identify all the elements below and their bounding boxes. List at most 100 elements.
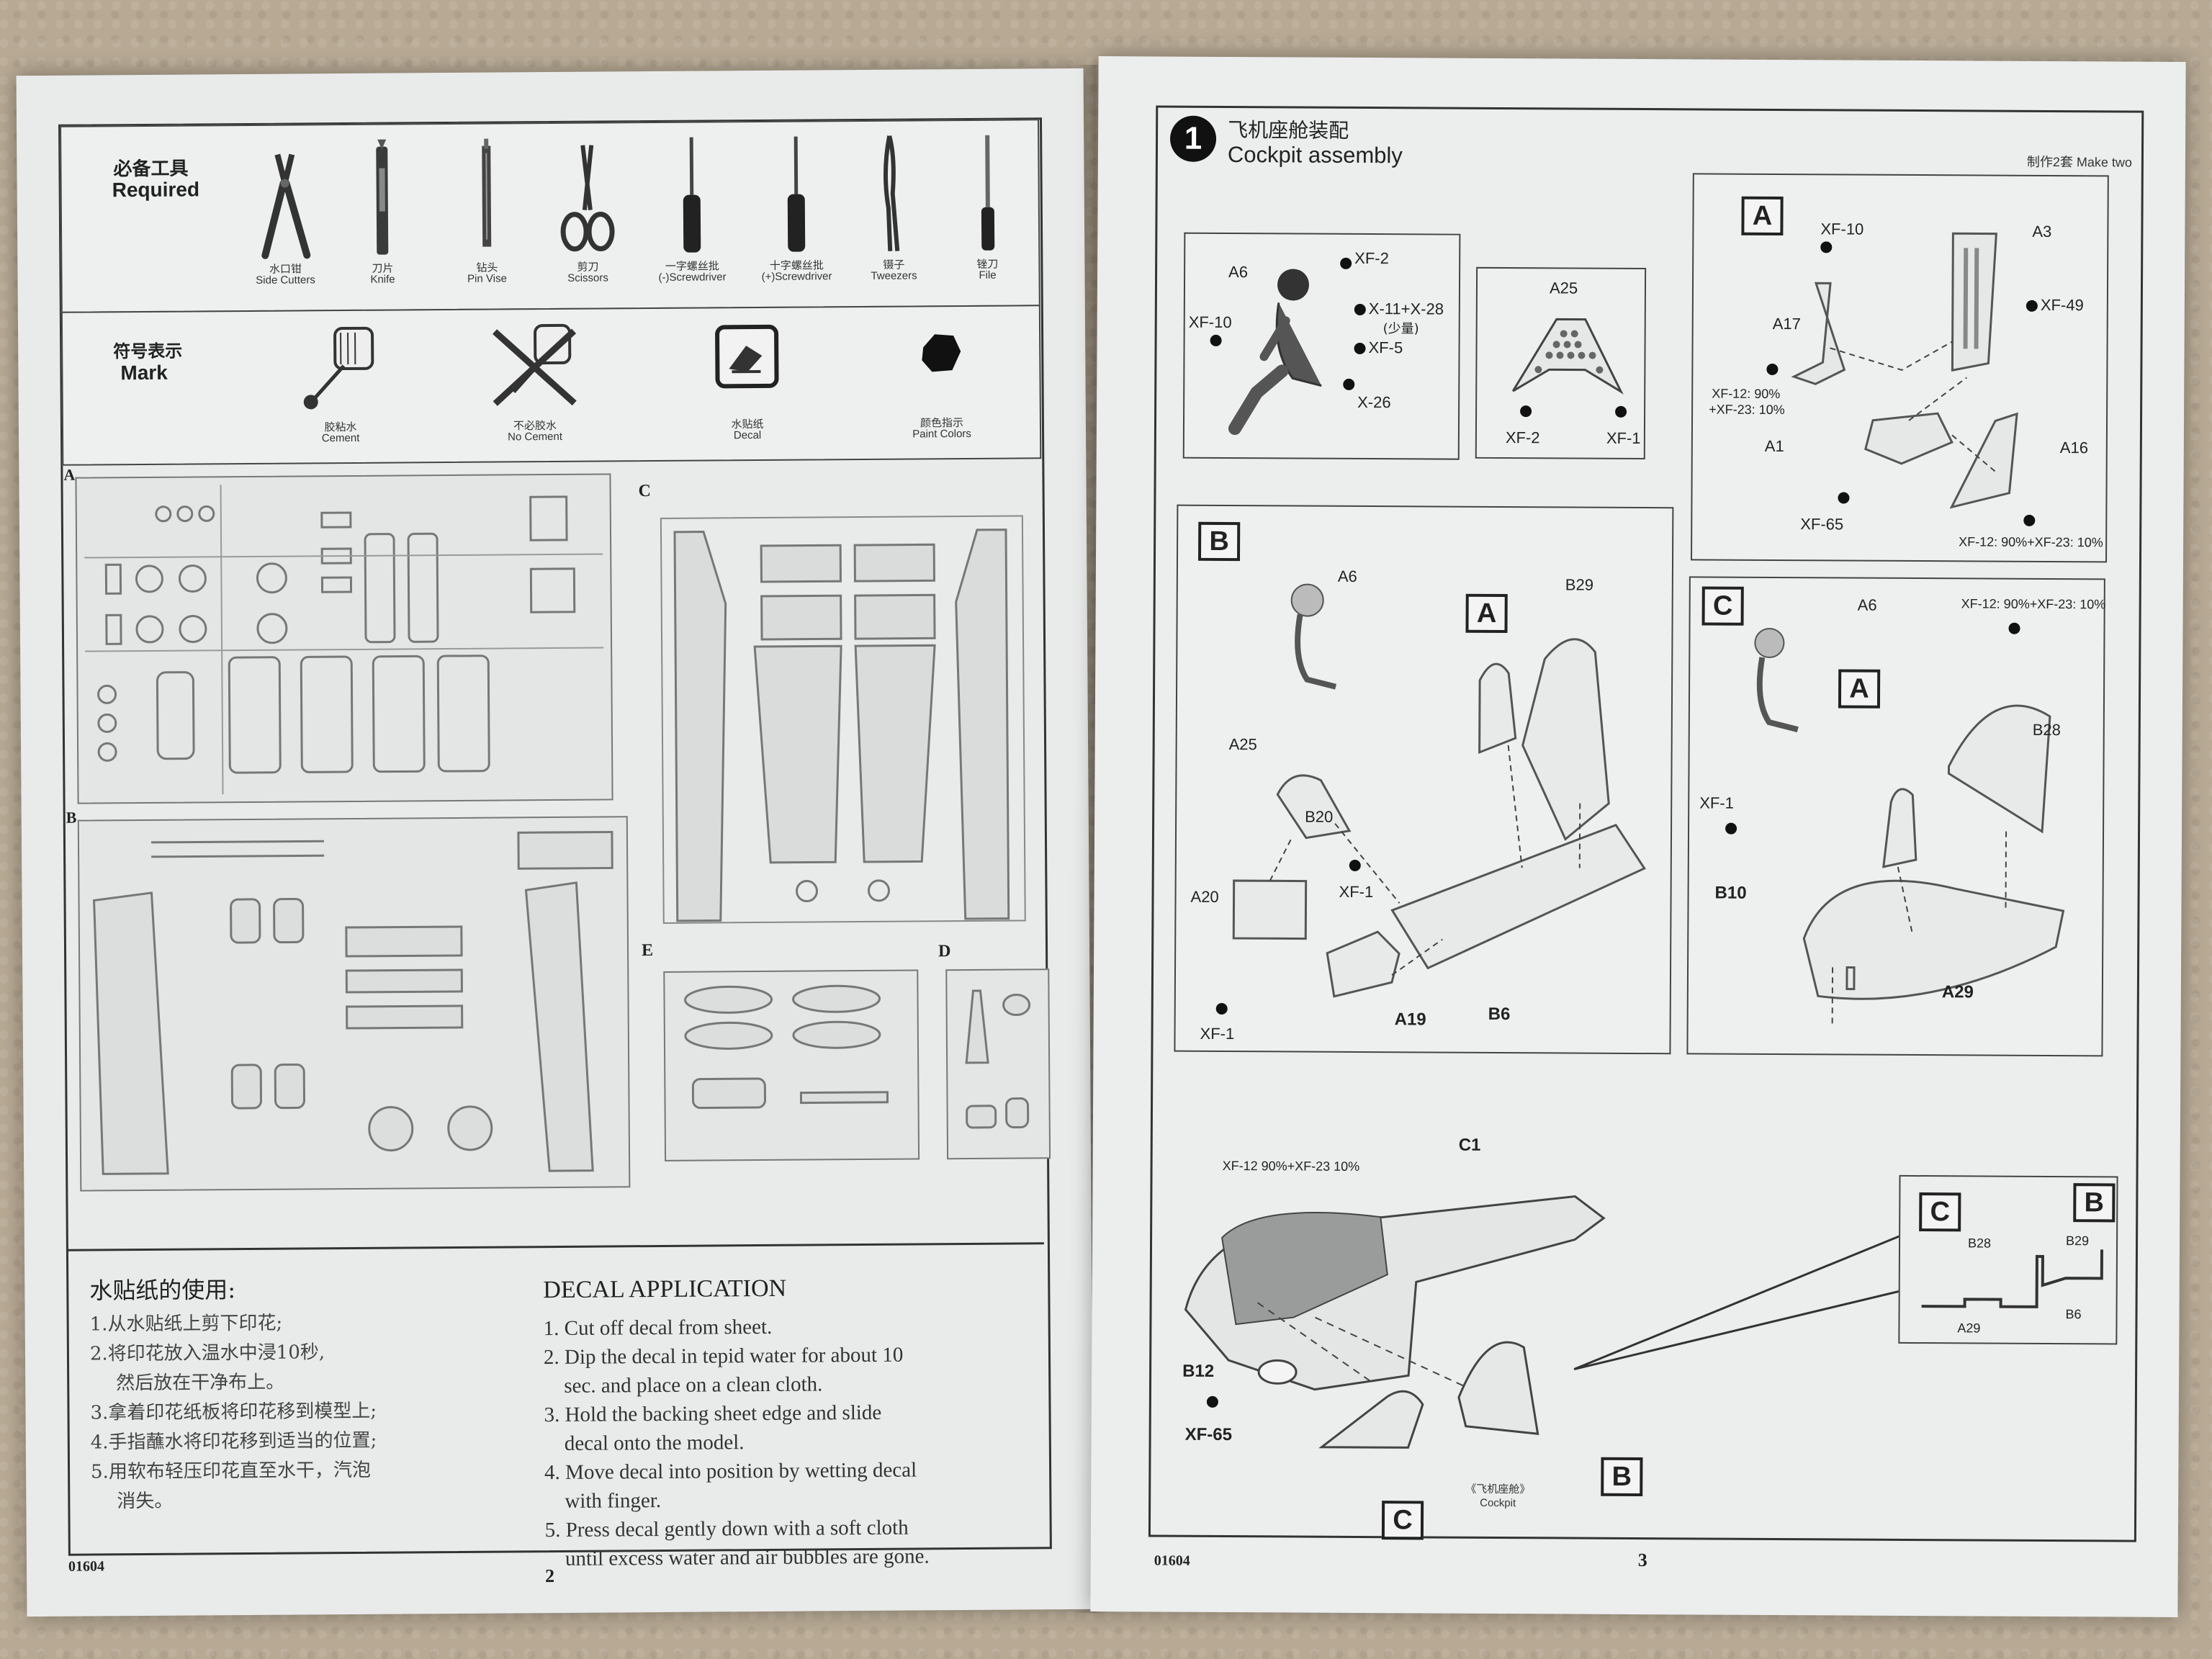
paint-dot — [1820, 241, 1833, 253]
paint-dot — [1354, 303, 1366, 316]
mark-label-en: No Cement — [508, 430, 563, 444]
label-seat-mix: XF-12: 90% — [1712, 386, 1781, 402]
left-page-number: 2 — [545, 1565, 555, 1587]
tool-label-en: Scissors — [567, 271, 608, 284]
tools-required-panel: 必备工具 Required 水口钳 Side Cutters 刀片 Knife … — [60, 119, 1040, 313]
tweezers-icon — [883, 135, 900, 251]
subassembly-tag-c: C — [1701, 586, 1744, 626]
sprue-letter-a: A — [63, 465, 76, 484]
file-icon — [981, 135, 995, 251]
right-page-number: 3 — [1637, 1550, 1647, 1571]
pilot-figure — [1228, 269, 1322, 436]
label-a29: A29 — [1941, 982, 1974, 1002]
sprue-letter-d: D — [938, 942, 951, 961]
decal-step-en: sec. and place on a clean cloth. — [564, 1372, 823, 1398]
paint-dot — [1343, 378, 1355, 390]
marks-legend-panel: 符号表示 Mark 胶粘水 Cement 不必胶水 No Cement 水贴纸 … — [60, 305, 1042, 466]
seat-exploded-drawing — [1791, 232, 2018, 509]
label-a20: A20 — [1190, 887, 1219, 906]
label-xf10: XF-10 — [1820, 220, 1864, 238]
decal-step-cn: 4.手指蘸水将印花移到适当的位置; — [90, 1429, 377, 1454]
label-a16: A16 — [2059, 439, 2089, 457]
subassembly-tag-b: B — [1197, 521, 1241, 562]
sprue-letter-c: C — [638, 482, 652, 501]
label-b28: B28 — [1967, 1236, 1992, 1251]
cement-icon — [303, 326, 374, 410]
floor-assembly-c-panel: C A A6 XF-12: 90%+XF-23: 10% B28 XF-1 B1… — [1686, 576, 2105, 1057]
tool-label-en: (+)Screwdriver — [761, 270, 832, 283]
label-x26: X-26 — [1357, 392, 1391, 412]
floor-b-exploded-drawing — [1232, 583, 1646, 998]
paint-dot — [2026, 300, 2038, 312]
decal-step-en: decal onto the model. — [564, 1431, 745, 1455]
label-seat-mix: +XF-23: 10% — [1709, 402, 1785, 418]
label-b6: B6 — [2065, 1307, 2082, 1322]
paint-dot — [1615, 405, 1627, 418]
decal-step-cn: 3.拿着印花纸板将印花移到模型上; — [90, 1400, 377, 1424]
decal-step-cn: 消失。 — [117, 1490, 174, 1513]
decal-step-en: until excess water and air bubbles are g… — [565, 1545, 930, 1570]
label-a19: A19 — [1394, 1010, 1426, 1030]
decal-heading-en: DECAL APPLICATION — [543, 1274, 787, 1304]
decal-heading-cn: 水贴纸的使用: — [89, 1276, 236, 1305]
decal-step-en: 5. Press decal gently down with a soft c… — [544, 1516, 909, 1542]
label-b29: B29 — [1565, 575, 1594, 594]
tool-label-en: Side Cutters — [256, 274, 315, 287]
flat-screwdriver-icon — [683, 137, 701, 253]
paint-dot — [1349, 859, 1361, 871]
mark-label-en: Paint Colors — [912, 427, 971, 441]
subassembly-tag-c: C — [1381, 1501, 1424, 1540]
paint-dot — [1206, 1395, 1218, 1408]
label-b29: B29 — [2066, 1233, 2090, 1249]
decal-step-cn: 1.从水贴纸上剪下印花; — [89, 1312, 283, 1336]
sprue-b-parts — [93, 830, 613, 1175]
step-number-badge: 1 — [1169, 115, 1217, 162]
no-cement-icon — [493, 323, 577, 406]
label-xf1: XF-1 — [1606, 428, 1641, 448]
paint-dot — [1725, 822, 1737, 835]
label-xf2: XF-2 — [1505, 428, 1540, 447]
final-assembly: XF-12 90%+XF-23 10% C1 B12 XF-65 B C 《飞机… — [1163, 1079, 2130, 1540]
cockpit-note-en: Cockpit — [1480, 1496, 1516, 1510]
mark-label-en: Decal — [733, 428, 762, 442]
label-xf2: XF-2 — [1354, 248, 1389, 268]
phillips-screwdriver-icon — [787, 136, 806, 252]
paint-colors-icon — [922, 334, 961, 372]
label-b10: B10 — [1714, 883, 1747, 903]
floor-c-exploded-drawing — [1754, 627, 2065, 1025]
sprue-d-parts — [965, 989, 1031, 1129]
decal-application-panel: 水贴纸的使用: 1.从水贴纸上剪下印花; 2.将印花放入温水中浸10秒, 然后放… — [67, 1242, 1046, 1570]
pin-vise-icon — [482, 138, 492, 247]
decal-step-en: 1. Cut off decal from sheet. — [543, 1315, 773, 1341]
mark-label-en: Cement — [321, 431, 360, 445]
decal-step-en: 4. Move decal into position by wetting d… — [544, 1458, 917, 1485]
paint-dot — [1766, 363, 1779, 376]
floor-assembly-b-panel: B A A6 B29 A25 B20 XF-1 A — [1174, 504, 1674, 1055]
paint-dot — [1215, 1002, 1228, 1015]
seat-assembly-panel: A XF-10 A3 A17 XF-49 XF-12: 90% +XF-23: … — [1691, 173, 2109, 563]
tool-label-en: Pin Vise — [467, 272, 507, 285]
subassembly-tag-c: C — [1919, 1192, 1961, 1232]
label-a17: A17 — [1772, 314, 1801, 333]
label-a6: A6 — [1857, 595, 1877, 614]
decal-step-cn: 然后放在干净布上。 — [116, 1371, 285, 1395]
label-b20: B20 — [1305, 807, 1334, 826]
scissors-icon — [560, 145, 615, 252]
tool-label-en: Knife — [370, 273, 395, 286]
decal-step-cn: 5.用软布轻压印花直至水干，汽泡 — [90, 1459, 371, 1483]
label-x11-note: (少量) — [1382, 321, 1419, 337]
sprue-c-parts — [673, 529, 1010, 922]
right-page-code: 01604 — [1154, 1552, 1190, 1569]
decal-steps-en: 1. Cut off decal from sheet. 2. Dip the … — [544, 1311, 930, 1573]
canopy-part-b12 — [1257, 1359, 1298, 1385]
right-page: 1 飞机座舱装配 Cockpit assembly A6 XF-2 X-11+X… — [1090, 56, 2186, 1617]
step-title-cn: 飞机座舱装配 — [1228, 118, 1349, 143]
label-seat-mix: XF-12: 90%+XF-23: 10% — [1959, 534, 2103, 550]
pilot-painting-panel: A6 XF-2 X-11+X-28 (少量) XF-10 XF-5 X-26 — [1182, 232, 1461, 460]
label-b12: B12 — [1182, 1361, 1215, 1381]
marks-heading-cn: 符号表示 — [113, 341, 183, 362]
label-a25: A25 — [1549, 279, 1578, 297]
label-a6: A6 — [1228, 263, 1249, 282]
decal-steps-cn: 1.从水贴纸上剪下印花; 2.将印花放入温水中浸10秒, 然后放在干净布上。 3… — [90, 1308, 378, 1517]
label-xf65: XF-65 — [1800, 515, 1844, 534]
